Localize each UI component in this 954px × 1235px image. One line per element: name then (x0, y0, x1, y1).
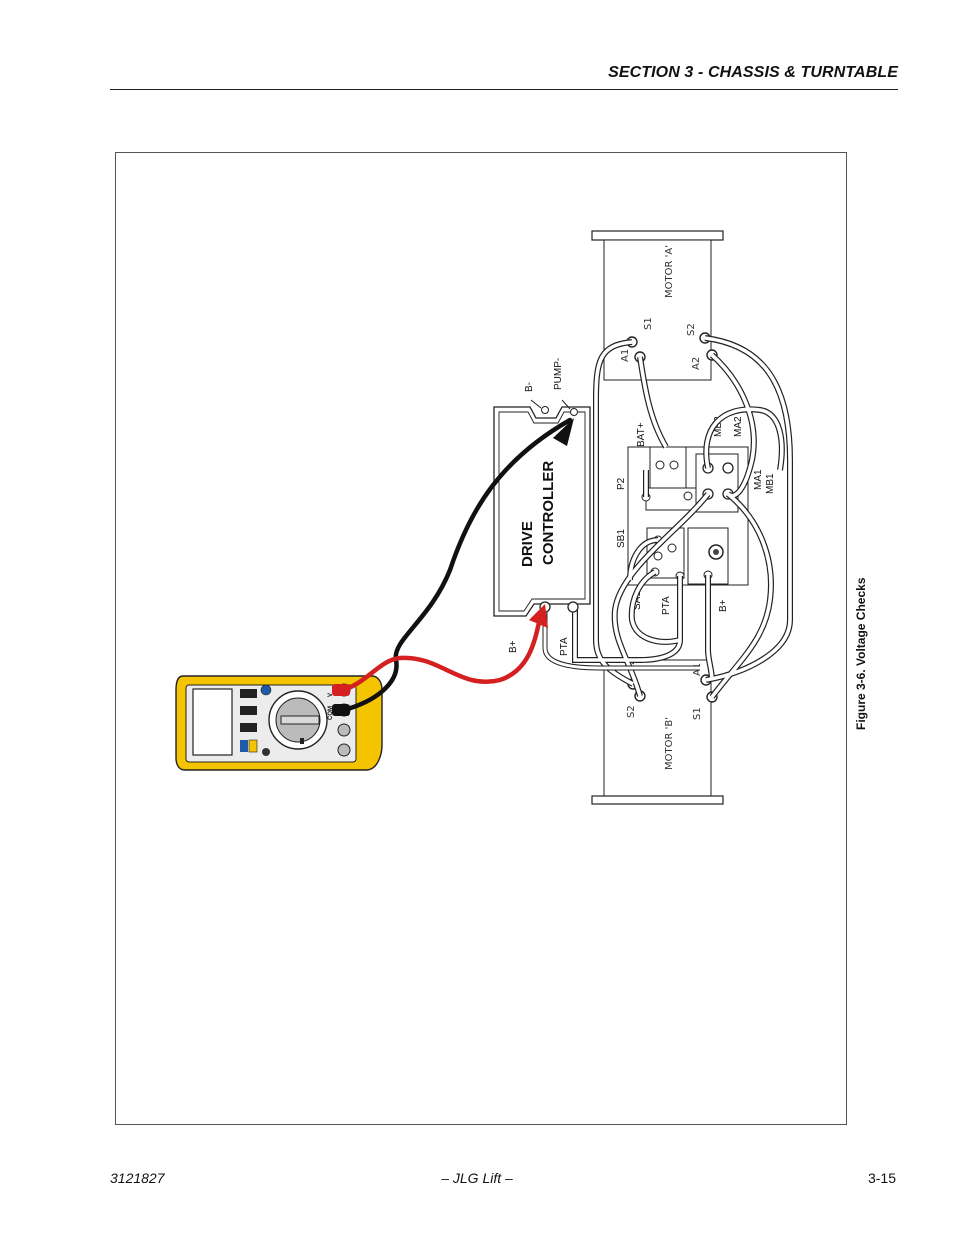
motor-a-s2-label: S2 (686, 323, 697, 336)
p2-label: P2 (616, 477, 627, 490)
ma1-label: MA1 (753, 469, 764, 490)
contactor-b-plus-label: B+ (718, 599, 729, 612)
controller-title-line1: DRIVE (519, 521, 536, 567)
motor-b-s2-label: S2 (626, 705, 637, 718)
b-plus-label: B+ (508, 640, 519, 653)
motor-a-s1-label: S1 (643, 317, 654, 330)
multimeter: V COM (175, 675, 383, 771)
motor-a-a2-label: A2 (691, 357, 702, 370)
doc-number: 3121827 (110, 1170, 165, 1186)
figure-frame (115, 152, 847, 1125)
sa1-label: SA1 (632, 591, 643, 610)
motor-a-label: MOTOR 'A' (664, 245, 675, 298)
cable-harness (542, 335, 793, 699)
motor-a: MOTOR 'A' S1 S2 A1 A2 (591, 230, 724, 381)
mb1-label: MB1 (765, 473, 776, 494)
motor-a-a1-label: A1 (620, 349, 631, 362)
sb1-label: SB1 (616, 529, 627, 548)
section-title: SECTION 3 - CHASSIS & TURNTABLE (608, 64, 898, 81)
b-minus-label: B- (524, 382, 535, 392)
motor-b: MOTOR 'B' S2 A2 A1 S1 (591, 659, 724, 805)
pump-minus-label: PUMP- (553, 358, 564, 390)
bat-plus-label: BAT+ (636, 422, 647, 447)
page-number: 3-15 (867, 1170, 896, 1186)
pta-label: PTA (559, 637, 570, 656)
header-rule (110, 89, 898, 90)
motor-b-s1-label: S1 (692, 707, 703, 720)
test-leads (332, 417, 574, 716)
mb2-label: MB2 (713, 416, 724, 437)
ma2-label: MA2 (733, 416, 744, 437)
meter-v-jack-label: V (328, 693, 334, 697)
publisher: – JLG Lift – (441, 1170, 513, 1186)
meter-com-jack-label: COM (328, 706, 334, 720)
controller-title-line2: CONTROLLER (540, 461, 557, 565)
figure-caption: Figure 3-6. Voltage Checks (854, 577, 868, 730)
motor-b-label: MOTOR 'B' (664, 717, 675, 770)
contactor-pta-label: PTA (661, 596, 672, 615)
